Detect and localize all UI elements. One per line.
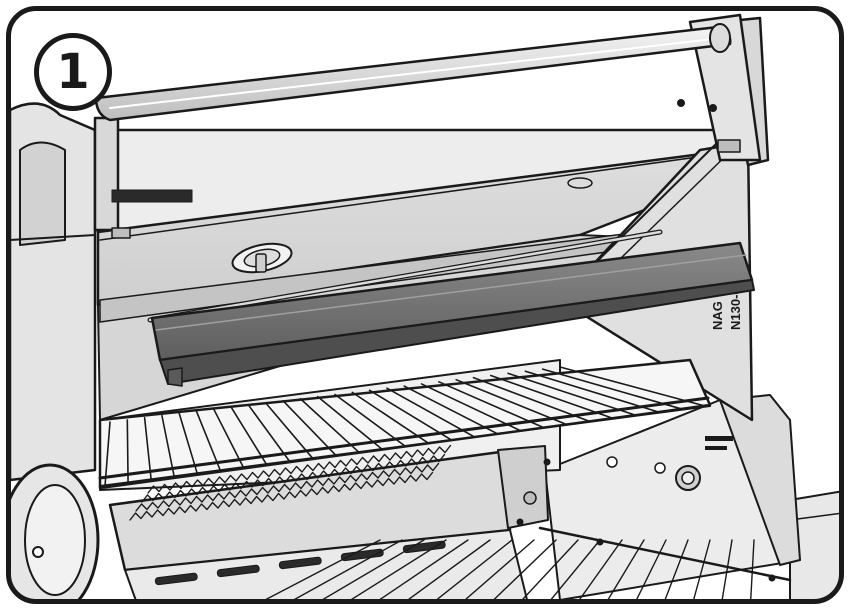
bottom-grate-bar [539,539,601,600]
bottom-grate-bar [479,539,557,600]
grate-front-rail-lower [99,405,711,487]
warming-rack-rod [147,229,663,323]
bottom-grate-bar [389,539,491,600]
bottom-grate-bar [749,539,755,600]
burner-slot [278,556,322,570]
firebox-right-end-panel [544,394,801,600]
cooking-grate [98,358,712,490]
burner-slot [340,548,384,562]
burner-box [108,445,551,600]
burner-slot [402,540,446,554]
grate-bar [351,391,429,444]
bottom-grate-bar [449,539,535,600]
grate-bar [386,387,476,438]
flavorizer-bars [129,444,452,521]
bottom-grate-bar [599,539,645,600]
bottom-grate-bar [419,539,513,600]
grate-front-rail [98,396,710,480]
bottom-grate-bar [509,539,579,600]
bottom-grate-bar [659,539,689,600]
bottom-grate-bar [569,539,623,600]
step-number: 1 [56,44,90,100]
flavorizer-zigzag [129,471,434,521]
grate-bar [316,395,383,450]
grate-bar [507,372,637,417]
grate-bar [178,412,199,475]
grate-bar [230,406,268,466]
bottom-grate-bar [329,539,447,600]
grill-marking-line-1: NAG [710,301,725,330]
grate-bar [213,408,245,469]
bottom-grate-bar [359,539,469,600]
knob-icon [231,242,293,274]
heat-deflector [150,241,755,387]
bottom-grate [239,526,792,600]
grate-bar [195,410,222,472]
grate-bar [472,376,591,423]
grate-bar [264,402,314,460]
bottom-grate-bar [239,539,381,600]
bottom-grate-rail [538,526,792,582]
grate-bar [247,404,291,463]
bottom-grate-bar [689,539,711,600]
burner-slot [216,564,260,578]
burner-slot [154,572,198,586]
grate-bar [161,414,176,478]
grate-bar [143,416,152,481]
grate-bar [126,419,129,484]
step-badge: 1 [34,33,112,111]
grate-bar [299,397,360,453]
grate-bar [541,368,683,410]
grate-bar [524,370,660,413]
left-side-cap [10,102,100,600]
grate-bar [420,383,522,432]
grate-bar [438,381,545,429]
grate-bar [559,366,706,407]
grate-bar [282,400,337,457]
flavorizer-zigzag [147,444,452,494]
grate-bar [489,374,614,420]
lid-handle [93,13,770,239]
grate-bar [403,385,499,435]
flavorizer-zigzag [141,453,446,503]
flavorizer-zigzag [135,462,440,512]
side-shelf [789,489,840,600]
grate-bar [368,389,452,441]
grate-bar [455,378,568,426]
bottom-grate-bar [719,539,733,600]
grate-bar [334,393,406,447]
grate-bar [104,421,111,487]
bottom-grate-bar [299,539,425,600]
bottom-grate-bar [269,539,403,600]
